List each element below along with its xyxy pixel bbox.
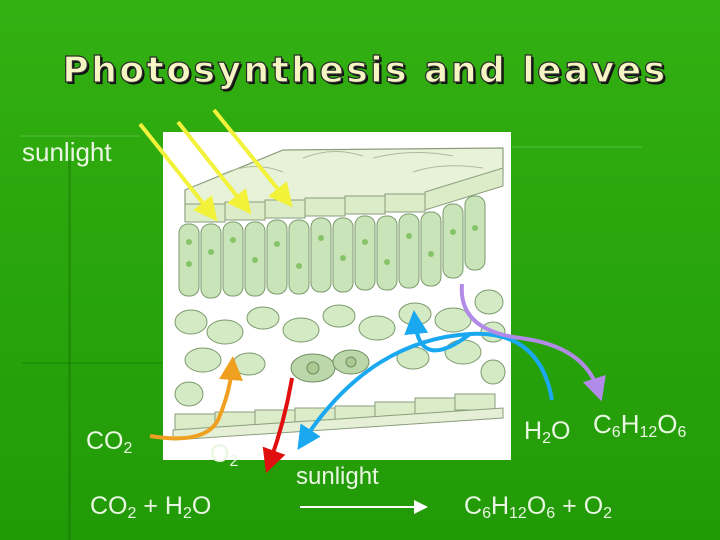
glucose-out-arrow (459, 283, 606, 402)
equation-products: C6H12O6 + O2 (464, 492, 613, 522)
h2o-label: H2O (524, 417, 571, 447)
sunlight-ray-arrow (176, 120, 252, 215)
decor-line (68, 160, 71, 540)
sunlight-ray-arrow (212, 108, 293, 208)
water-in-arrow (297, 331, 554, 451)
sunlight-ray-arrow (138, 122, 218, 222)
equation-arrow-label: sunlight (296, 463, 379, 490)
co2-in-arrow (149, 356, 243, 441)
decor-line (22, 362, 162, 364)
slide-title: Photosynthesis and leaves (62, 49, 668, 91)
water-in-arrow-branch (404, 310, 472, 353)
sunlight-label: sunlight (22, 137, 112, 167)
decor-line (20, 135, 140, 137)
o2-label: O2 (210, 440, 239, 470)
o2-out-arrow (262, 377, 294, 474)
equation-reactants: CO2 + H2O (90, 492, 212, 522)
co2-label: CO2 (86, 427, 133, 457)
glucose-label: C6H12O6 (593, 409, 687, 441)
decor-line (512, 146, 642, 148)
